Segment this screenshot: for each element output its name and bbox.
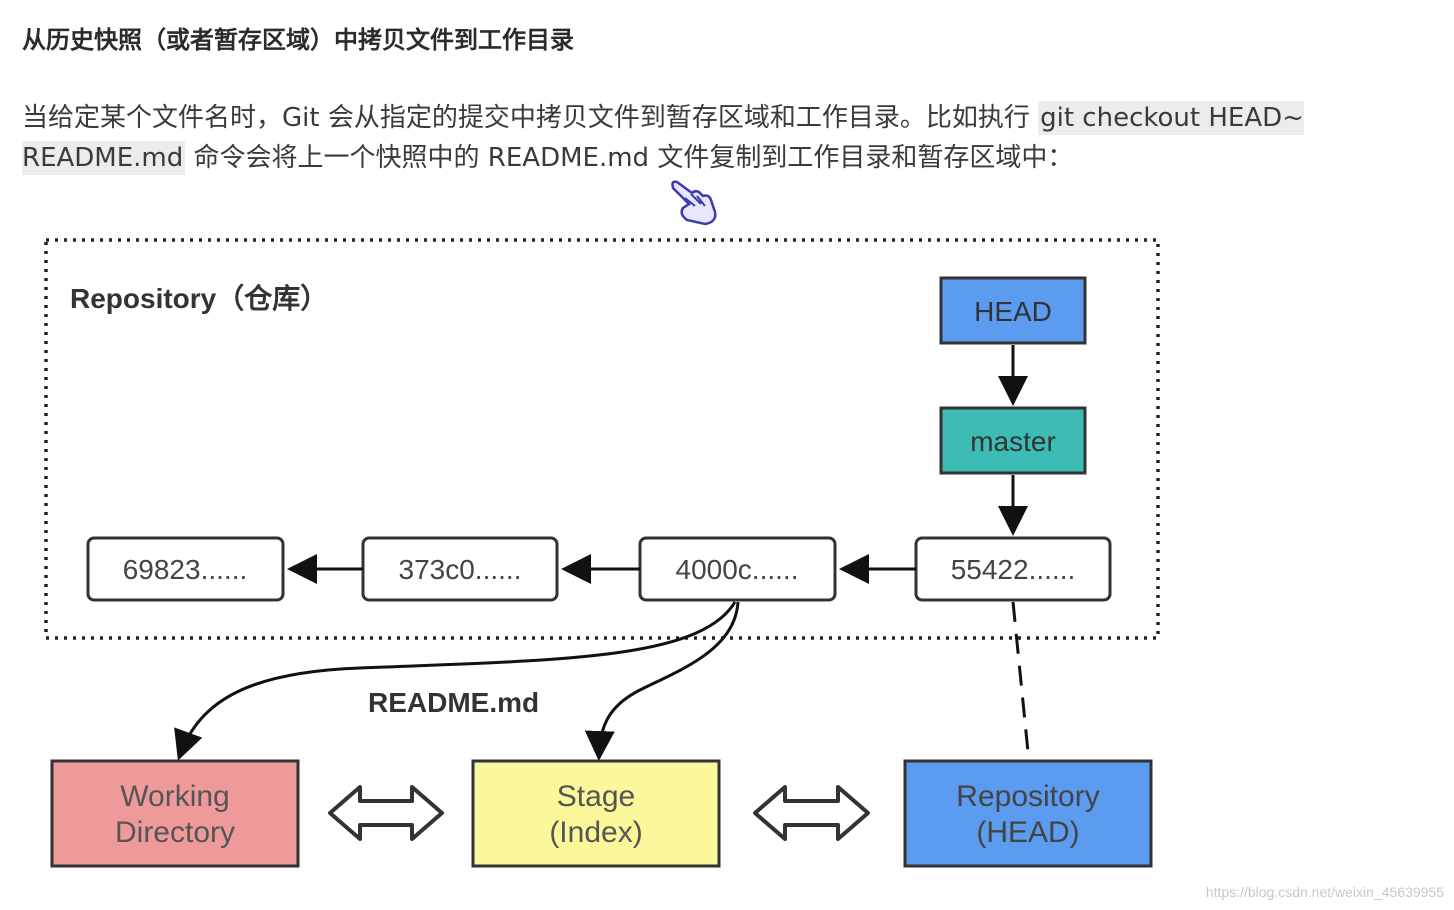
paragraph-text-before: 当给定某个文件名时，Git 会从指定的提交中拷贝文件到暂存区域和工作目录。比如执… — [22, 103, 1039, 133]
repository-head-label-line1: Repository — [956, 780, 1099, 813]
checkout-to-working-arrow — [174, 601, 737, 761]
stage-label-line2: (Index) — [549, 816, 642, 849]
stage-box — [471, 759, 721, 868]
working-directory-box — [50, 759, 300, 868]
working-directory-label-line2: Directory — [115, 816, 235, 849]
commit-label-373c0: 373c0...... — [399, 554, 522, 585]
repository-label: Repository（仓库） — [70, 282, 328, 314]
head-box — [939, 276, 1087, 345]
file-label: README.md — [368, 687, 539, 718]
paragraph-text-after: 命令会将上一个快照中的 README.md 文件复制到工作目录和暂存区域中： — [185, 143, 1074, 173]
master-label: master — [970, 426, 1056, 457]
working-stage-double-arrow — [328, 785, 444, 841]
commit-label-55422: 55422...... — [951, 554, 1076, 585]
repository-head-box — [903, 759, 1153, 868]
hand-cursor-icon — [671, 180, 717, 226]
stage-label-line1: Stage — [557, 780, 635, 813]
repository-head-label-line2: (HEAD) — [976, 816, 1079, 849]
commit-box-69823 — [86, 536, 285, 602]
head-label: HEAD — [974, 296, 1052, 327]
commit-label-69823: 69823...... — [123, 554, 248, 585]
head-commit-dashed-link — [1011, 601, 1030, 753]
section-heading: 从历史快照（或者暂存区域）中拷贝文件到工作目录 — [22, 26, 574, 54]
working-directory-label-line1: Working — [120, 780, 229, 813]
stage-repo-double-arrow — [753, 785, 870, 841]
checkout-to-stage-arrow — [584, 601, 740, 761]
master-box — [939, 406, 1087, 475]
watermark: https://blog.csdn.net/weixin_45639955 — [1205, 884, 1444, 900]
commit-label-4000c: 4000c...... — [676, 554, 799, 585]
description-paragraph: 当给定某个文件名时，Git 会从指定的提交中拷贝文件到暂存区域和工作目录。比如执… — [22, 98, 1352, 178]
